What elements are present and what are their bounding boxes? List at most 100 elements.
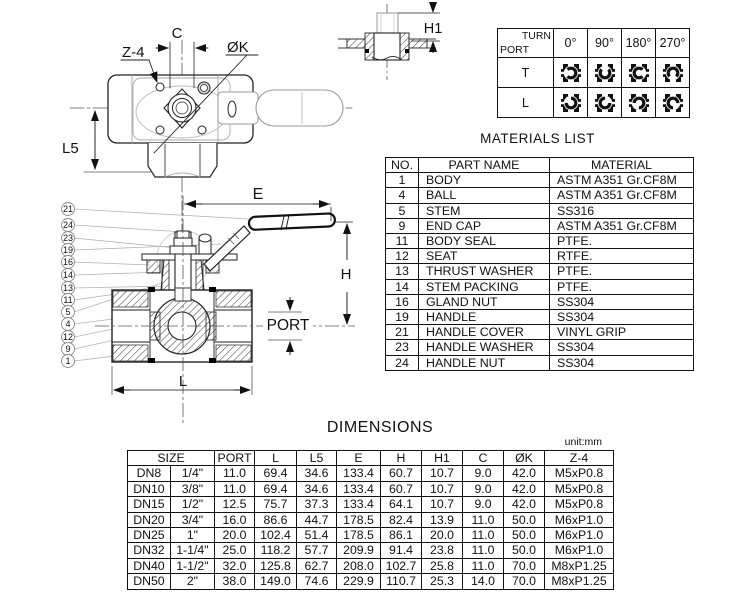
balloon-number: 12 [63,332,73,342]
table-cell: 208.0 [336,557,381,575]
cs-label-l: L [179,373,187,390]
dimensions-title: DIMENSIONS [326,419,434,436]
table-cell: 34.6 [296,480,337,498]
table-cell: SS304 [549,293,694,311]
table-cell: 118.2 [254,542,297,559]
flow-cell [587,87,622,118]
dim-header-h: H [380,449,422,467]
table-cell: 16.0 [214,511,255,529]
table-cell: 1/2" [169,496,216,513]
table-cell: 25.8 [421,557,463,575]
table-cell: DN40 [127,557,171,575]
balloon-number: 11 [63,295,72,305]
table-cell: 42.0 [503,480,545,498]
table-cell: HANDLE [418,309,550,326]
angle-header: 180° [621,28,656,58]
table-cell: 1 [385,172,419,189]
table-cell: 11.0 [214,465,255,482]
table-cell: 42.0 [503,465,545,482]
table-cell: 102.4 [254,527,297,544]
materials-header-no: NO. [385,156,419,174]
table-cell: 50.0 [503,511,545,529]
table-cell: 23 [385,339,419,356]
table-cell: 133.4 [336,496,381,513]
table-cell: 38.0 [214,573,255,590]
top-view-label-l5: L5 [62,140,79,157]
valve-flow-icon [592,61,618,85]
table-cell: SEAT [418,248,550,265]
table-cell: 75.7 [254,496,297,513]
table-cell: ASTM A351 Gr.CF8M [549,217,694,235]
table-cell: DN15 [127,496,171,513]
table-cell: 11.0 [462,542,504,559]
balloon-number: 19 [63,245,73,255]
flow-cell [587,57,622,88]
table-cell: RTFE. [549,248,694,265]
angle-header: 90° [587,28,622,58]
table-cell: HANDLE WASHER [418,339,550,356]
table-cell: 4 [385,187,419,204]
table-header-row: NO. PART NAME MATERIAL [385,156,694,174]
table-cell: 19 [385,309,419,326]
turn-port-table: TURN PORT 0° 90° 180° 270° T L [497,28,690,118]
corner-turn-label: TURN [521,30,551,42]
table-cell: 11.0 [214,480,255,498]
table-cell: 20.0 [214,527,255,544]
table-cell: DN8 [127,465,171,482]
table-row: L [497,87,690,118]
table-cell: M6xP1.0 [544,542,614,559]
top-view-label-c: C [172,25,183,42]
table-cell: PTFE. [549,233,694,250]
table-cell: BODY [418,172,550,189]
flow-cell [655,57,690,88]
dim-header-h1: H1 [421,449,463,467]
table-cell: GLAND NUT [418,293,550,311]
table-cell: VINYL GRIP [549,324,694,341]
table-cell: 86.6 [254,511,297,529]
table-cell: 3/4" [169,511,216,529]
top-view-drawing: C ØK Z-4 L5 [62,25,353,241]
top-view-label-z4: Z-4 [122,44,145,61]
table-cell: SS304 [549,309,694,326]
cs-label-port: PORT [267,317,310,334]
table-cell: 25.3 [421,573,463,590]
flow-cell [553,87,588,118]
table-cell: 32.0 [214,557,255,575]
table-cell: 13.9 [421,511,463,529]
table-cell: 34.6 [296,465,337,482]
table-cell: 9.0 [462,465,504,482]
port-row-label: T [497,57,554,88]
table-cell: 60.7 [380,480,422,498]
dim-header-e: E [336,449,381,467]
table-cell: DN20 [127,511,171,529]
balloon-number: 16 [63,257,73,267]
table-row: TURN PORT 0° 90° 180° 270° [497,28,690,58]
materials-header-partname: PART NAME [418,156,550,174]
table-cell: 209.9 [336,542,381,559]
dim-header-port: PORT [214,449,255,467]
balloon-number: 14 [63,270,73,280]
valve-flow-icon [626,91,652,115]
table-cell: M6xP1.0 [544,511,614,529]
table-cell: HANDLE COVER [418,324,550,341]
cs-label-h: H [341,266,352,283]
table-cell: 125.8 [254,557,297,575]
table-row: T [497,57,690,88]
table-cell: 11.0 [462,511,504,529]
table-cell: 69.4 [254,465,297,482]
balloon-number: 23 [63,233,73,243]
table-cell: 12 [385,248,419,265]
top-view-label-diak: ØK [227,39,249,56]
flow-cell [621,87,656,118]
